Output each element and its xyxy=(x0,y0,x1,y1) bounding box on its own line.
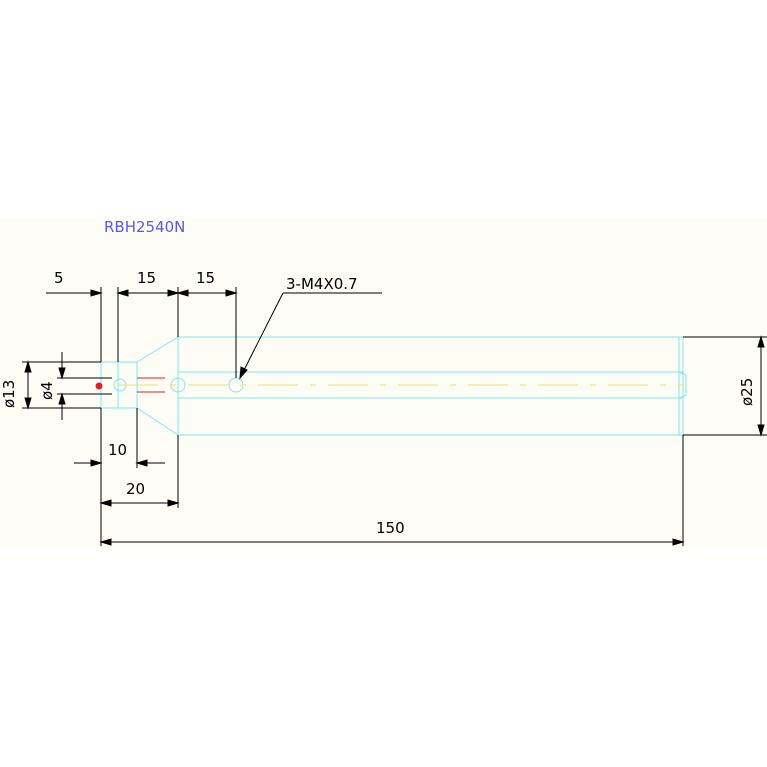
dim-15a-label: 15 xyxy=(137,269,156,287)
drawing-canvas xyxy=(0,218,767,548)
thread-callout-label: 3-M4X0.7 xyxy=(286,275,358,293)
dimension-lines xyxy=(22,287,767,546)
taper-top xyxy=(136,336,179,363)
taper-bottom xyxy=(136,407,179,436)
dia-25-label: ø25 xyxy=(738,378,756,406)
dim-5-label: 5 xyxy=(54,269,64,287)
rear-end-cap xyxy=(678,371,687,399)
dia-13-label: ø13 xyxy=(0,380,18,408)
dia-4-label: ø4 xyxy=(38,381,56,400)
dim-15b-label: 15 xyxy=(196,269,215,287)
dim-20-label: 20 xyxy=(126,480,145,498)
front-hole-marker xyxy=(95,377,165,393)
red-hole-icon xyxy=(95,382,103,390)
part-number-title: RBH2540N xyxy=(104,218,185,236)
dim-10-label: 10 xyxy=(108,441,127,459)
dim-150-label: 150 xyxy=(376,519,405,537)
main-body xyxy=(177,336,684,436)
